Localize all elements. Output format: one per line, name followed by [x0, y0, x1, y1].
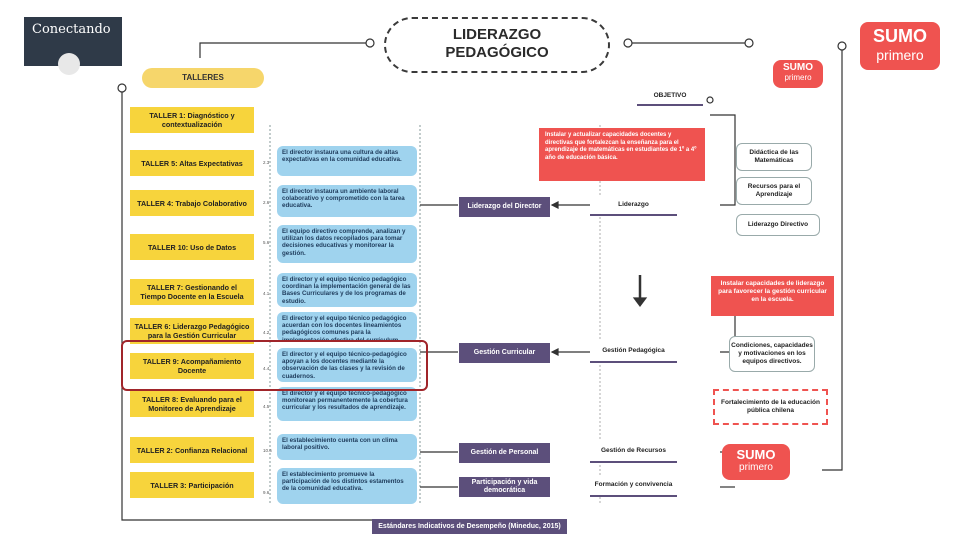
taller-10: TALLER 10: Uso de Datos: [130, 234, 254, 260]
description-box: El establecimiento cuenta con un clima l…: [277, 434, 417, 460]
standard-code: 10.6: [263, 448, 272, 453]
liderazgo-directivo-box: Liderazgo Directivo: [736, 214, 820, 236]
taller-9: TALLER 9: Acompañamiento Docente: [130, 353, 254, 379]
page-title: LIDERAZGO PEDAGÓGICO: [384, 17, 610, 73]
title-line-2: PEDAGÓGICO: [445, 44, 549, 61]
talleres-label: TALLERES: [142, 68, 264, 88]
description-box: El director instaura una cultura de alta…: [277, 146, 417, 176]
didactica-box: Didáctica de las Matemáticas: [736, 143, 812, 171]
conectando-badge: Conectando: [24, 17, 122, 75]
instalar-box: Instalar capacidades de liderazgo para f…: [711, 276, 834, 316]
taller-3: TALLER 3: Participación: [130, 472, 254, 498]
taller-7: TALLER 7: Gestionando el Tiempo Docente …: [130, 279, 254, 305]
description-box: El establecimiento promueve la participa…: [277, 468, 417, 504]
title-line-1: LIDERAZGO: [452, 26, 542, 43]
condiciones-box: Condiciones, capacidades y motivaciones …: [729, 336, 815, 372]
sumo-primero-logo-small: SUMO primero: [773, 60, 823, 88]
gestion-personal-box: Gestión de Personal: [459, 443, 550, 463]
description-box: El equipo directivo comprende, analizan …: [277, 225, 417, 263]
logo-bottom-sub: primero: [739, 462, 773, 473]
description-box: El director instaura un ambiente laboral…: [277, 185, 417, 217]
sumo-primero-logo-bottom: SUMO primero: [722, 444, 790, 480]
standard-code: 2.3: [263, 160, 270, 165]
taller-1: TALLER 1: Diagnóstico y contextualizació…: [130, 107, 254, 133]
objetivo-text: Instalar y actualizar capacidades docent…: [539, 128, 705, 181]
liderazgo-director-box: Liderazgo del Director: [459, 197, 550, 217]
liderazgo-box: Liderazgo: [590, 196, 677, 216]
gestion-curricular-box: Gestión Curricular: [459, 343, 550, 363]
recursos-box: Recursos para el Aprendizaje: [736, 177, 812, 205]
standard-code: 5.6: [263, 240, 270, 245]
logo-sub: primero: [876, 47, 924, 63]
standard-code: 9.6: [263, 490, 270, 495]
conectando-label: Conectando: [32, 22, 111, 37]
gestion-pedagogica-box: Gestión Pedagógica: [590, 341, 677, 363]
participacion-box: Participación y vida democrática: [459, 477, 550, 497]
logo-small-sub: primero: [784, 73, 812, 82]
fortalecimiento-box: Fortalecimiento de la educación pública …: [713, 389, 828, 425]
gestion-recursos-box: Gestión de Recursos: [590, 441, 677, 463]
sumo-primero-logo: SUMO primero: [860, 22, 940, 70]
description-box: El director y el equipo técnico pedagógi…: [277, 273, 417, 307]
description-box: El director y el equipo técnico pedagógi…: [277, 312, 417, 342]
standard-code: 2.6: [263, 200, 270, 205]
footer-source: Estándares Indicativos de Desempeño (Min…: [372, 519, 567, 534]
logo-small-brand: SUMO: [783, 62, 813, 73]
taller-6: TALLER 6: Liderazgo Pedagógico para la G…: [130, 318, 254, 344]
formacion-box: Formación y convivencia: [590, 475, 677, 497]
description-box: El director y el equipo técnico-pedagógi…: [277, 348, 417, 382]
logo-bottom-brand: SUMO: [736, 447, 776, 462]
badge-dot: [58, 53, 80, 75]
objetivo-label: OBJETIVO: [637, 88, 703, 106]
highlight-frame: [121, 340, 428, 391]
logo-brand: SUMO: [873, 26, 927, 46]
description-box: El director y el equipo técnico-pedagógi…: [277, 387, 417, 421]
standard-code: 4.1: [263, 291, 270, 296]
standard-code: 4.4: [263, 366, 270, 371]
standard-code: 4.2: [263, 330, 270, 335]
standard-code: 4.5: [263, 404, 270, 409]
taller-8: TALLER 8: Evaluando para el Monitoreo de…: [130, 391, 254, 417]
taller-2: TALLER 2: Confianza Relacional: [130, 437, 254, 463]
taller-5: TALLER 5: Altas Expectativas: [130, 150, 254, 176]
taller-4: TALLER 4: Trabajo Colaborativo: [130, 190, 254, 216]
